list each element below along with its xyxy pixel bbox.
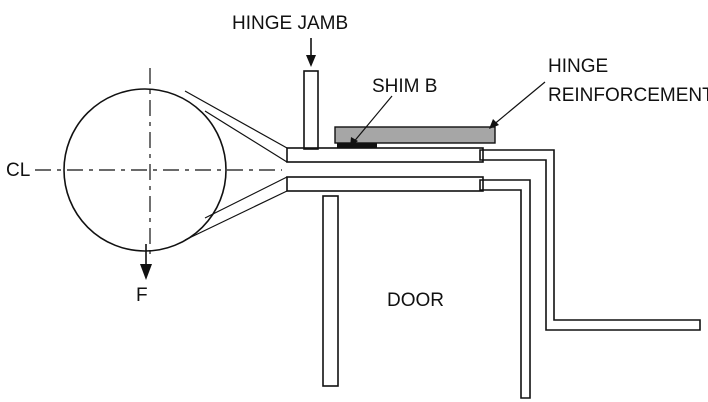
label-door: DOOR (387, 290, 444, 311)
knuckle-line-a (184, 90, 288, 149)
shim-b-leader (351, 95, 393, 145)
label-centerline: CL (6, 160, 30, 181)
reinforcement-leader (491, 81, 546, 127)
shim-b-arrowhead (350, 137, 358, 147)
knuckle-line-c (204, 176, 288, 219)
hinge-leaf-upper (286, 147, 484, 163)
label-hinge-jamb: HINGE JAMB (232, 13, 348, 34)
knuckle-line-d (184, 190, 288, 241)
label-hinge-reinforcement-line2: REINFORCEMENT (548, 85, 708, 106)
reinforcement-arrowhead (489, 119, 499, 129)
door-skin-inner (479, 179, 531, 399)
shim-b (337, 143, 377, 148)
label-hinge-reinforcement-line1: HINGE (548, 56, 608, 77)
hinge-jamb-arrowhead (306, 55, 316, 67)
label-force: F (136, 285, 148, 306)
knuckle-line-b (204, 110, 288, 163)
label-shim-b: SHIM B (372, 76, 437, 97)
hinge-leaf-lower (286, 176, 484, 192)
door-skin-outer (479, 149, 701, 331)
force-arrowhead (140, 264, 152, 280)
hinge-barrel-circle (63, 88, 227, 252)
hinge-jamb-upper (303, 70, 319, 150)
hinge-jamb-lower (322, 195, 339, 387)
hinge-reinforcement-plate (334, 126, 496, 144)
